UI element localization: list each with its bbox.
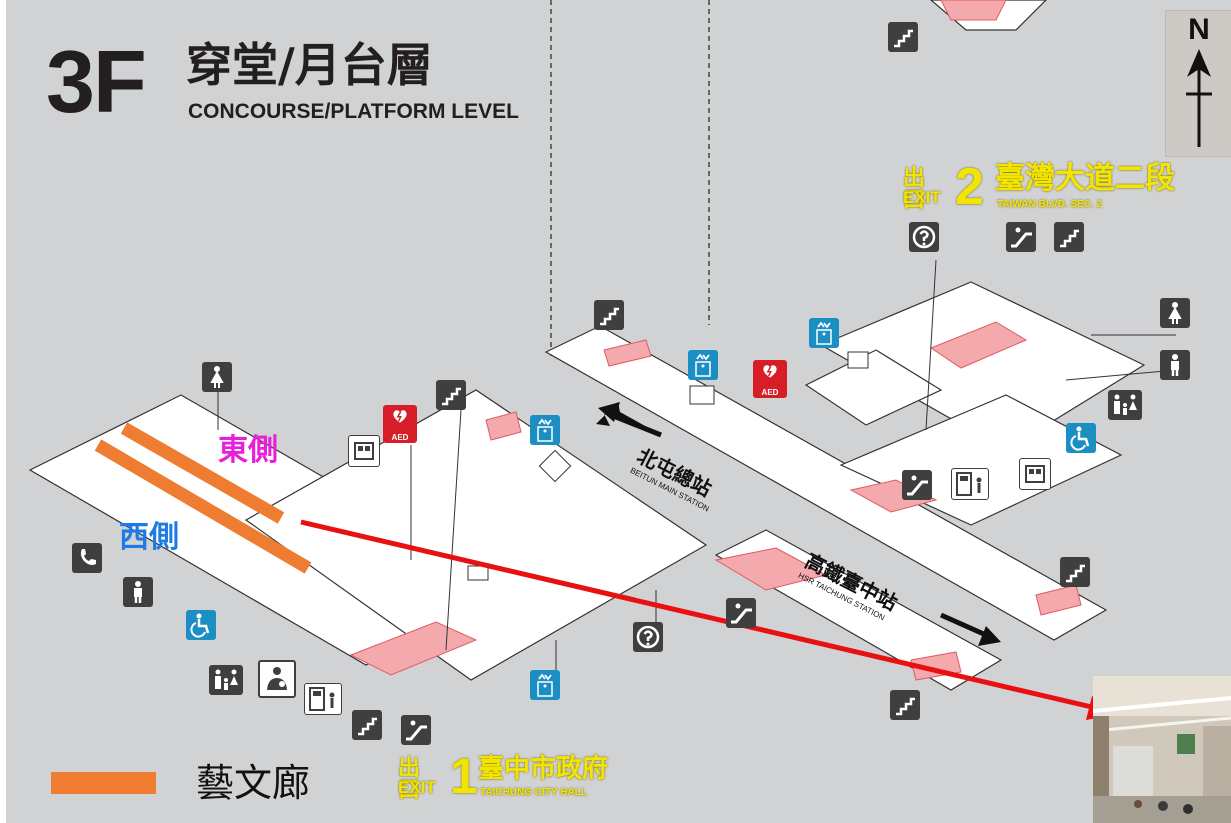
ticket-vending-icon (951, 468, 989, 500)
exit-2-prefix-en: EXIT (903, 188, 941, 207)
compass-arrow-icon (1186, 49, 1212, 147)
compass: N (1165, 10, 1231, 157)
exit-1-name-en: TAICHUNG CITY HALL (480, 787, 587, 798)
exit-1-name-zh: 臺中市政府 (478, 754, 609, 784)
gallery-photo (1093, 676, 1231, 823)
elevator-icon (809, 318, 839, 348)
stairs-icon (436, 380, 466, 410)
floor-number: 3F (46, 32, 147, 131)
elevator-icon (530, 670, 560, 700)
aed-label: AED (391, 433, 409, 442)
accessible-icon (186, 610, 216, 640)
ticket-machine-icon (1019, 458, 1051, 490)
exit-1-prefix-zh: 出口 (398, 755, 421, 802)
telephone-icon (72, 543, 102, 573)
ticket-vending-icon (304, 683, 342, 715)
west-side-label: 西側 (119, 520, 179, 555)
aed-icon: AED (383, 405, 417, 443)
ticket-machine-icon (348, 435, 380, 467)
nursing-room-icon (258, 660, 296, 698)
exit-2-number: 2 (955, 158, 984, 216)
escalator-icon (1006, 222, 1036, 252)
information-icon (909, 222, 939, 252)
exit-1-number: 1 (450, 748, 478, 804)
stairs-icon (1054, 222, 1084, 252)
exit-1-prefix-en: EXIT (398, 778, 436, 797)
elevator-icon (530, 415, 560, 445)
womens-restroom-icon (1160, 298, 1190, 328)
stairs-icon (888, 22, 918, 52)
escalator-icon (902, 470, 932, 500)
exit-2-name-en: TAIWAN BLVD. SEC. 2 (997, 199, 1103, 210)
information-icon (633, 622, 663, 652)
stairs-icon (890, 690, 920, 720)
floor-title-zh: 穿堂/月台層 (186, 38, 433, 92)
elevator-icon (688, 350, 718, 380)
escalator-icon (401, 715, 431, 745)
stairs-icon (594, 300, 624, 330)
stairs-icon (352, 710, 382, 740)
exit-2-prefix-zh: 出口 (903, 165, 926, 212)
aed-icon: AED (753, 360, 787, 398)
family-restroom-icon (1108, 390, 1142, 420)
mens-restroom-icon (1160, 350, 1190, 380)
mens-restroom-icon (123, 577, 153, 607)
exit-2-name-zh: 臺灣大道二段 (995, 161, 1175, 196)
accessible-icon (1066, 423, 1096, 453)
family-restroom-icon (209, 665, 243, 695)
floor-map: 3F 穿堂/月台層 CONCOURSE/PLATFORM LEVEL N 出口 … (6, 0, 1231, 823)
stairs-icon (1060, 557, 1090, 587)
compass-north-label: N (1188, 13, 1210, 46)
south-arrow-icon (978, 626, 1001, 646)
east-side-label: 東側 (218, 433, 278, 468)
aed-label: AED (761, 388, 779, 397)
escalator-icon (726, 598, 756, 628)
legend-label: 藝文廊 (196, 761, 311, 805)
legend-swatch (51, 772, 156, 794)
womens-restroom-icon (202, 362, 232, 392)
floor-title-en: CONCOURSE/PLATFORM LEVEL (188, 100, 519, 123)
